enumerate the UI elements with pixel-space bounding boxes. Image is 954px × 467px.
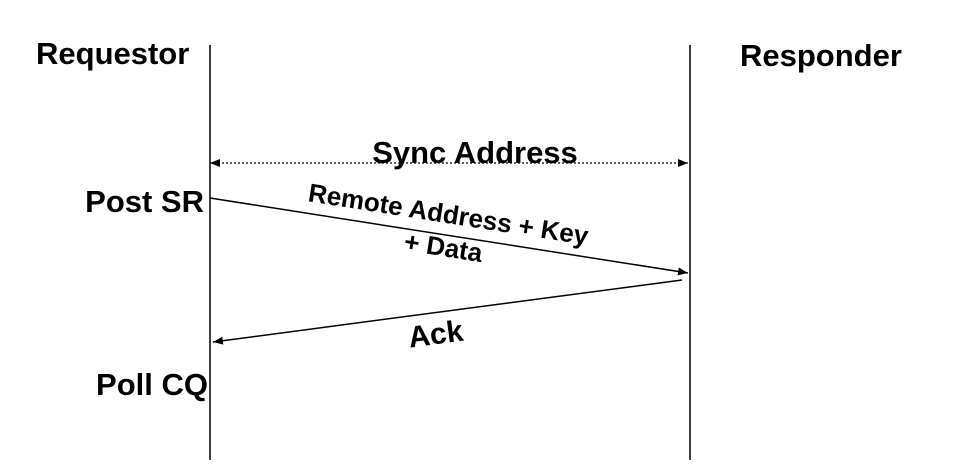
request-arrow — [209, 197, 689, 276]
ack-arrow — [212, 279, 683, 345]
sync-address-label: Sync Address — [372, 135, 578, 170]
poll-cq-label: Poll CQ — [96, 367, 208, 402]
requestor-label: Requestor — [36, 36, 189, 71]
post-sr-label: Post SR — [85, 184, 204, 219]
ack-label: Ack — [406, 315, 465, 355]
responder-label: Responder — [740, 38, 902, 73]
